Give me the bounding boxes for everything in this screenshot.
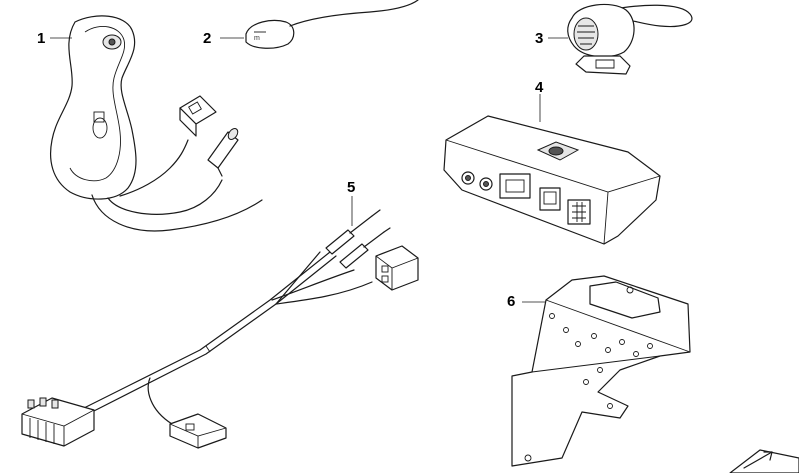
part-4-control-box: [443, 94, 661, 245]
part-1-barrel-connector: [207, 128, 239, 177]
svg-text:m: m: [254, 35, 260, 42]
part-5-jack-plug-upper: [325, 209, 381, 255]
callout-4: 4: [535, 79, 544, 96]
callout-2: 2: [203, 30, 212, 47]
part-2-microphone: m: [220, 0, 419, 49]
part-5-multipin-connector: [21, 397, 95, 447]
part-5-square-connector: [375, 245, 419, 291]
corner-arrow-logo: [729, 449, 799, 473]
part-5-flat-connector: [169, 413, 227, 449]
part-1-rj-connector: [179, 95, 217, 137]
callout-6: 6: [507, 293, 516, 310]
part-6-bracket: [511, 275, 691, 467]
part-1-cradle: [49, 15, 263, 232]
callout-1: 1: [37, 30, 46, 47]
callout-3: 3: [535, 30, 544, 47]
part-5-jack-plug-lower: [339, 227, 391, 269]
part-3-speaker: [548, 3, 693, 75]
callout-5: 5: [347, 179, 356, 196]
part-5-harness: [21, 196, 419, 449]
